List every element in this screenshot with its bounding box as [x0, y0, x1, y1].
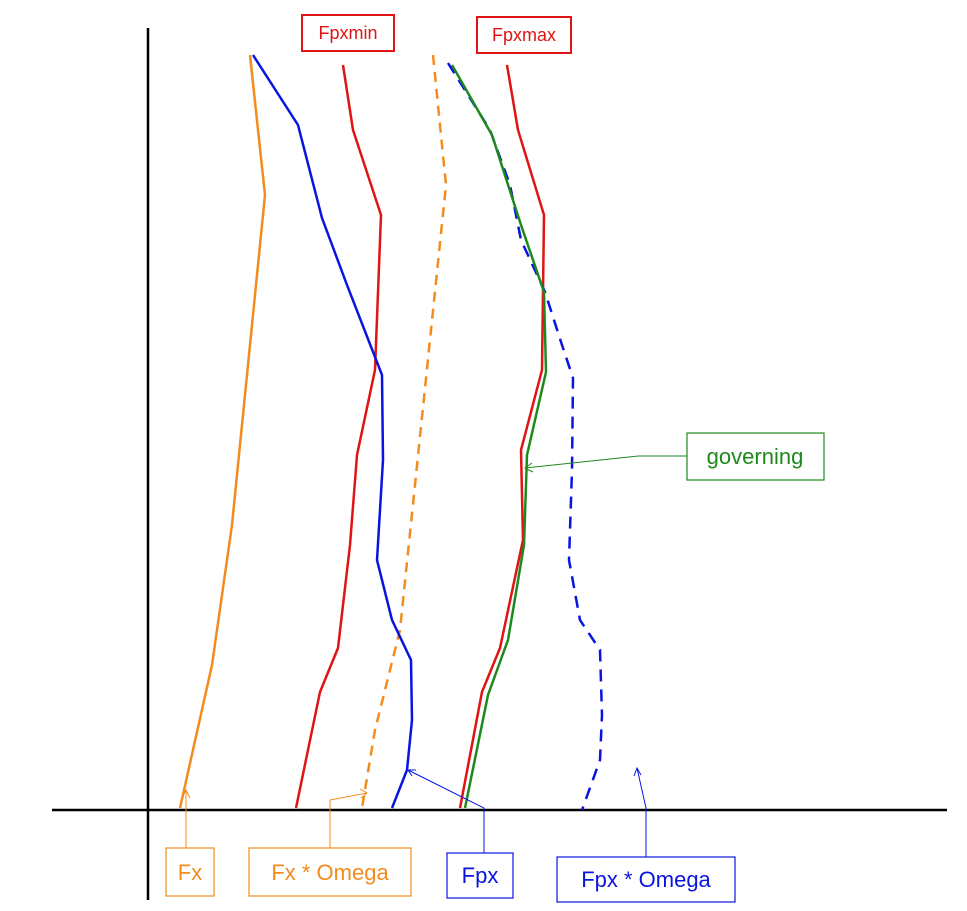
fpxmin-label: Fpxmin [301, 14, 395, 52]
fx-leader [181, 788, 191, 848]
fpx-label: Fpx [446, 852, 514, 899]
svg-text:Fpxmin: Fpxmin [318, 23, 377, 43]
fpx-leader [407, 769, 485, 853]
svg-text:Fpx * Omega: Fpx * Omega [581, 867, 711, 892]
fx-omega-leader [329, 788, 368, 848]
svg-text:Fx: Fx [178, 860, 202, 885]
fpxmax-label: Fpxmax [476, 16, 572, 54]
fx-curve [178, 54, 267, 809]
governing-label: governing [686, 432, 825, 481]
fpx-curve [251, 54, 414, 809]
fpxmin-curve [294, 64, 383, 809]
svg-text:Fpx: Fpx [462, 863, 499, 888]
fpx-omega-leader [633, 766, 647, 857]
fpxmax-curve [458, 64, 546, 809]
fpx-omega-label: Fpx * Omega [556, 856, 736, 903]
governing-curve [450, 64, 548, 809]
svg-text:Fpxmax: Fpxmax [492, 25, 556, 45]
svg-text:Fx * Omega: Fx * Omega [271, 860, 389, 885]
fx-omega-curve [360, 54, 448, 809]
fx-label: Fx [165, 847, 215, 897]
svg-text:governing: governing [707, 444, 804, 469]
fx-omega-label: Fx * Omega [248, 847, 412, 897]
governing-leader [524, 455, 687, 473]
